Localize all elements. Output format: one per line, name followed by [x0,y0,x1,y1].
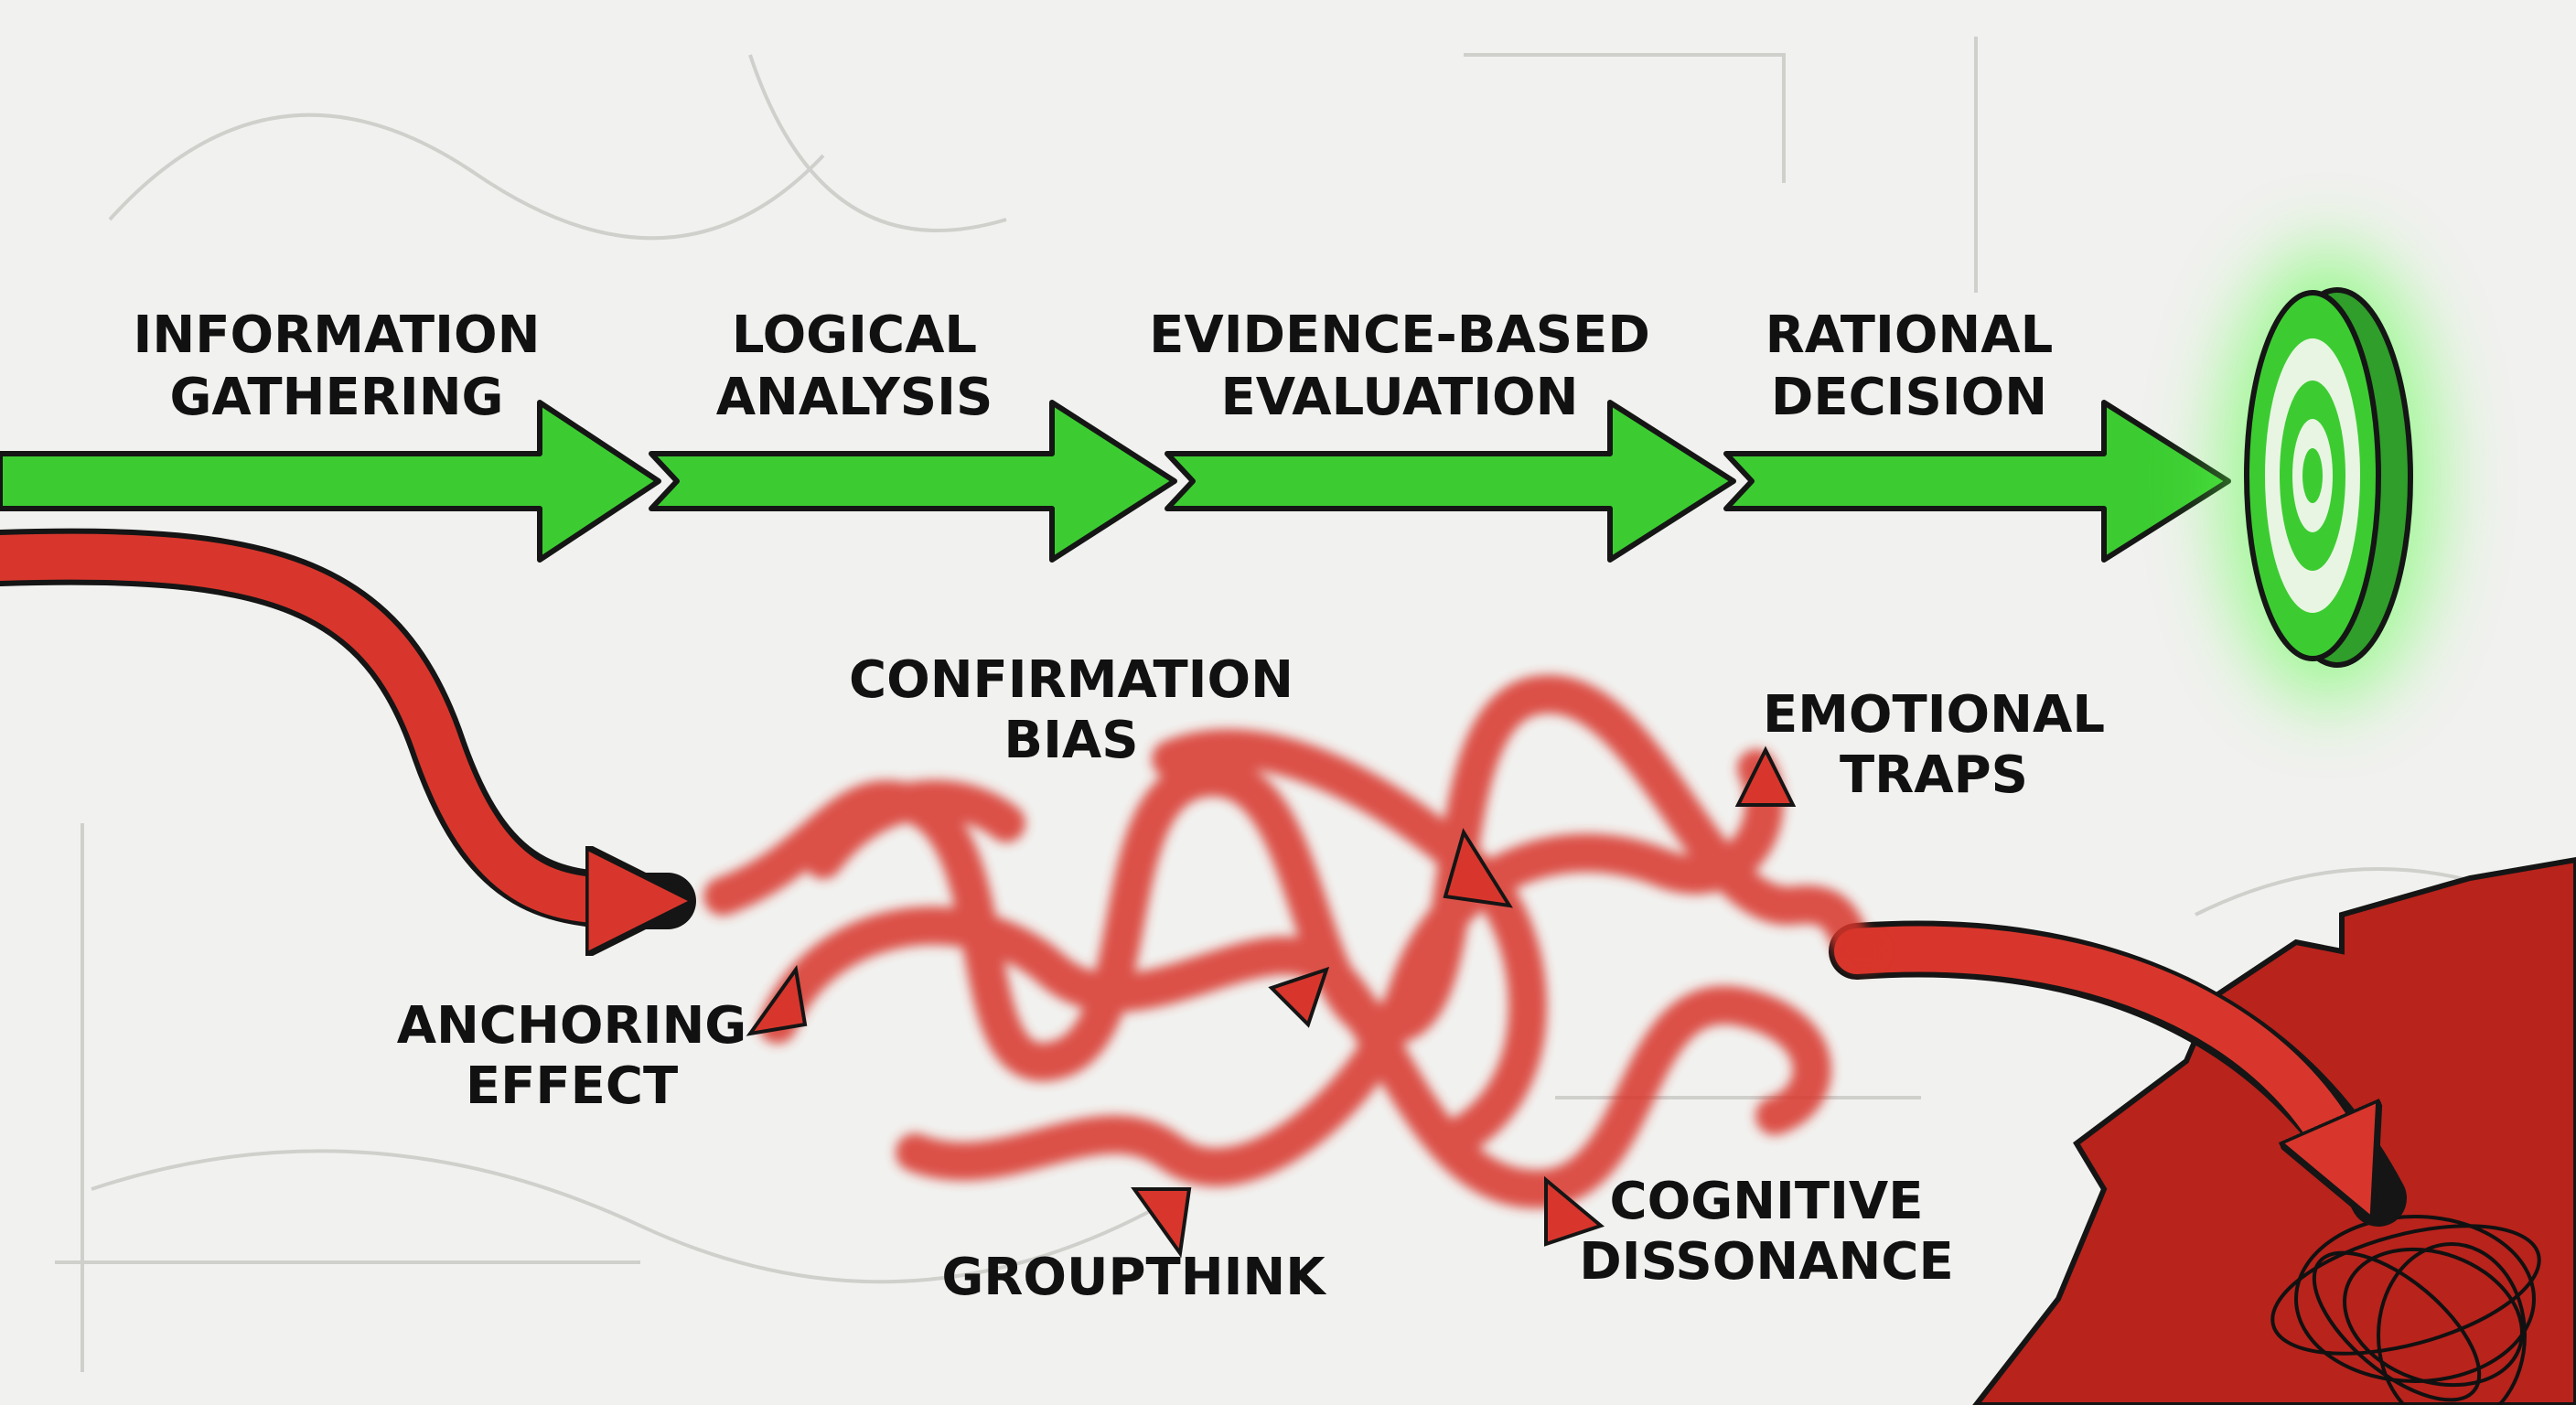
green-arrow-4 [1723,400,2231,563]
chaos-scribble-icon [1972,856,2576,1405]
target-icon [2218,247,2438,704]
tangle-arrowheads [746,745,1797,1259]
green-arrow-2 [649,400,1177,563]
green-arrow-3 [1165,400,1736,563]
bias-path [0,528,2407,1259]
bias-label-groupthink: GROUPTHINK [941,1248,1327,1307]
bias-tangle [703,674,1885,1209]
rational-path [0,400,2231,563]
green-arrow-1 [0,400,661,563]
